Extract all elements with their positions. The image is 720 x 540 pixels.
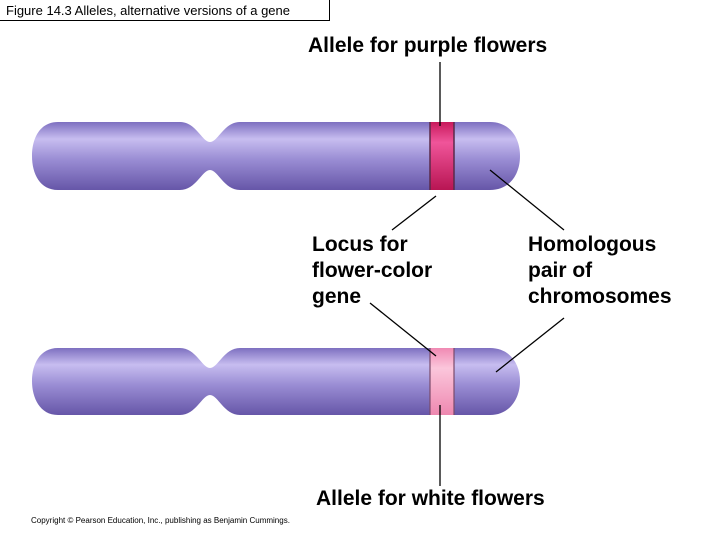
copyright-notice: Copyright © Pearson Education, Inc., pub… — [31, 516, 290, 525]
label-locus-line-3: gene — [312, 285, 362, 308]
label-allele-purple: Allele for purple flowers — [308, 34, 548, 57]
leader-homologous-bottom — [495, 317, 565, 373]
chromosome-bottom — [32, 348, 520, 415]
leader-locus-bottom — [369, 302, 437, 357]
figure-title: Figure 14.3 Alleles, alternative version… — [6, 3, 291, 18]
leader-homologous-top — [489, 169, 565, 231]
label-allele-white: Allele for white flowers — [316, 487, 545, 510]
label-locus-line-2: flower-color — [312, 259, 433, 282]
allele-band-white — [429, 348, 455, 415]
label-locus: Locus for flower-color gene — [312, 232, 432, 310]
chromosome-top — [32, 122, 520, 190]
label-homologous-line-1: Homologous — [528, 233, 657, 256]
figure-header: Figure 14.3 Alleles, alternative version… — [0, 0, 330, 21]
leader-locus-top — [391, 195, 437, 231]
allele-band-purple — [429, 122, 455, 190]
label-homologous: Homologous pair of chromosomes — [528, 232, 672, 310]
label-homologous-line-2: pair of — [528, 259, 593, 282]
label-homologous-line-3: chromosomes — [528, 285, 672, 308]
label-locus-line-1: Locus for — [312, 233, 408, 256]
